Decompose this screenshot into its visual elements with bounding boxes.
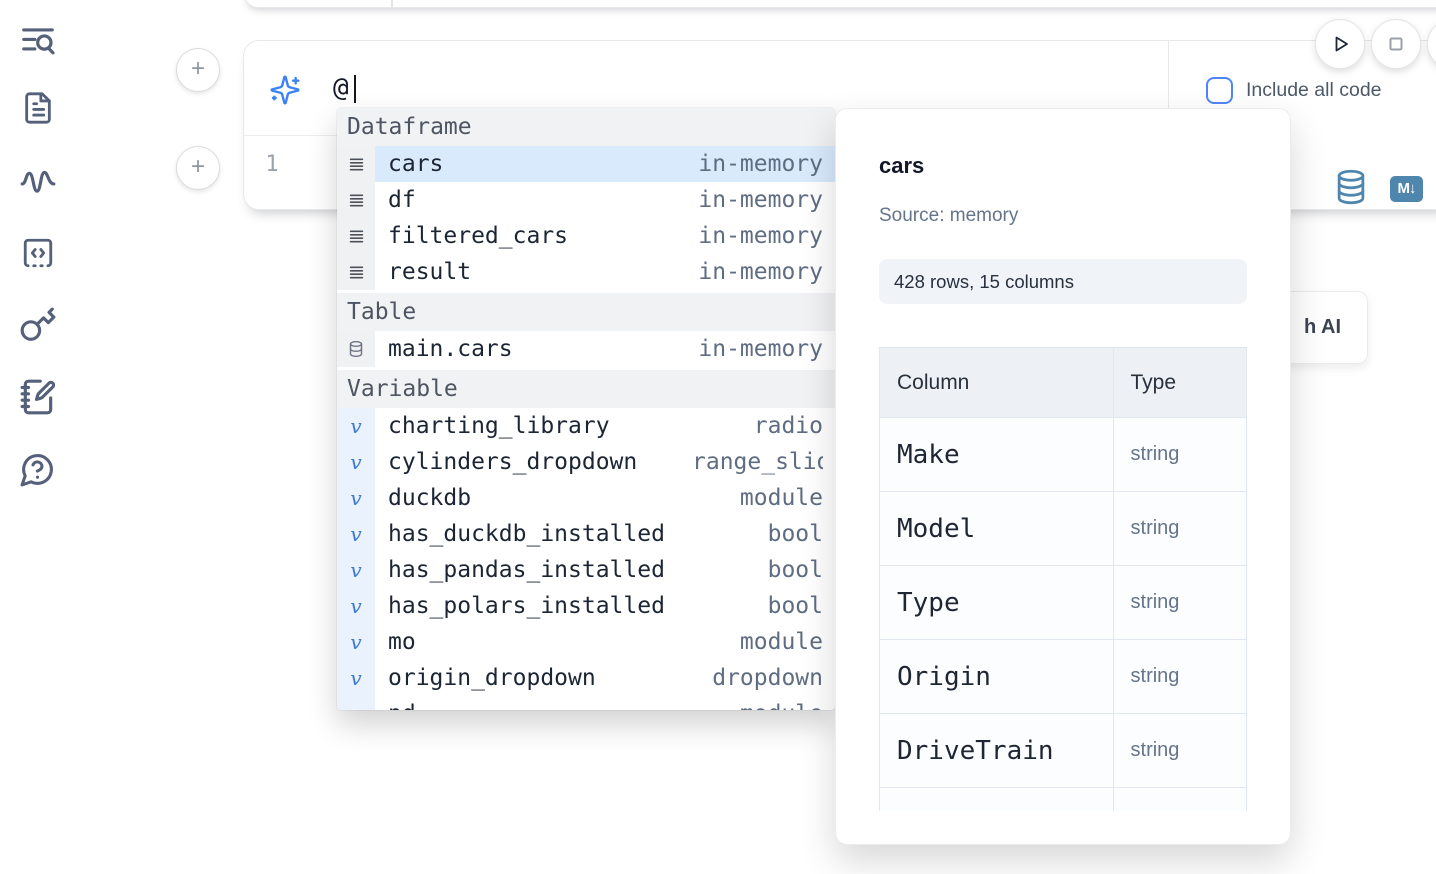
stop-cell-button[interactable] (1371, 19, 1421, 69)
cell-divider-vertical (1168, 41, 1169, 135)
dataframe-preview-popup: cars Source: memory 428 rows, 15 columns… (835, 108, 1291, 845)
ai-input-value: @ (333, 73, 349, 103)
preview-source: Source: memory (879, 205, 1019, 226)
sparkles-icon (269, 74, 301, 106)
previous-cell-divider (391, 0, 393, 8)
include-all-code-checkbox[interactable] (1206, 76, 1233, 104)
table-of-contents-search-icon[interactable] (19, 22, 57, 60)
section-header-table: Table (337, 293, 835, 331)
scratchpad-icon[interactable] (19, 378, 57, 416)
type-header: Type (1112, 347, 1247, 418)
markdown-convert-icon[interactable]: M↓ (1390, 176, 1423, 202)
activity-icon[interactable] (19, 163, 57, 201)
dataframe-rows-icon (337, 146, 375, 182)
line-number: 1 (265, 152, 279, 177)
database-icon[interactable] (1336, 169, 1366, 205)
variable-icon: v (337, 516, 375, 552)
table-database-icon (337, 331, 375, 367)
run-cell-button[interactable] (1315, 19, 1365, 69)
table-row: Make string (879, 417, 1247, 492)
table-row-partial (879, 787, 1247, 811)
table-row: DriveTrain string (879, 713, 1247, 788)
autocomplete-item[interactable]: v pdmodule (337, 696, 835, 710)
preview-title: cars (879, 153, 925, 178)
add-cell-button-top[interactable]: + (176, 48, 220, 92)
snippets-code-icon[interactable] (21, 236, 55, 270)
secrets-key-icon[interactable] (19, 306, 57, 344)
section-header-dataframe: Dataframe (337, 108, 835, 146)
table-row: Type string (879, 565, 1247, 640)
dataframe-rows-icon (337, 218, 375, 254)
variable-icon: v (337, 696, 375, 710)
variable-icon: v (337, 660, 375, 696)
helper-sidebar (0, 0, 72, 874)
play-icon (1335, 36, 1348, 52)
stop-icon (1389, 37, 1403, 51)
include-all-code-label: Include all code (1246, 78, 1382, 101)
table-row: Model string (879, 491, 1247, 566)
variable-icon: v (337, 480, 375, 516)
variable-icon: v (337, 408, 375, 444)
variable-icon: v (337, 552, 375, 588)
variable-icon: v (337, 588, 375, 624)
chat-help-icon[interactable] (19, 451, 56, 488)
column-header: Column (879, 347, 1114, 418)
ai-prompt-input[interactable]: @ (244, 41, 1168, 135)
document-icon[interactable] (21, 91, 55, 125)
preview-schema-table: Column Type Make string Model string Typ… (879, 347, 1247, 811)
text-cursor (354, 75, 356, 103)
preview-shape-badge: 428 rows, 15 columns (879, 259, 1247, 304)
previous-cell-fragment (244, 0, 1436, 8)
include-all-code-option: Include all code (1206, 76, 1382, 104)
variable-icon: v (337, 444, 375, 480)
section-header-variable: Variable (337, 370, 835, 408)
dataframe-rows-icon (337, 254, 375, 290)
table-header-row: Column Type (879, 347, 1247, 418)
add-cell-button-bottom[interactable]: + (176, 146, 220, 190)
variable-icon: v (337, 624, 375, 660)
dataframe-rows-icon (337, 182, 375, 218)
table-row: Origin string (879, 639, 1247, 714)
